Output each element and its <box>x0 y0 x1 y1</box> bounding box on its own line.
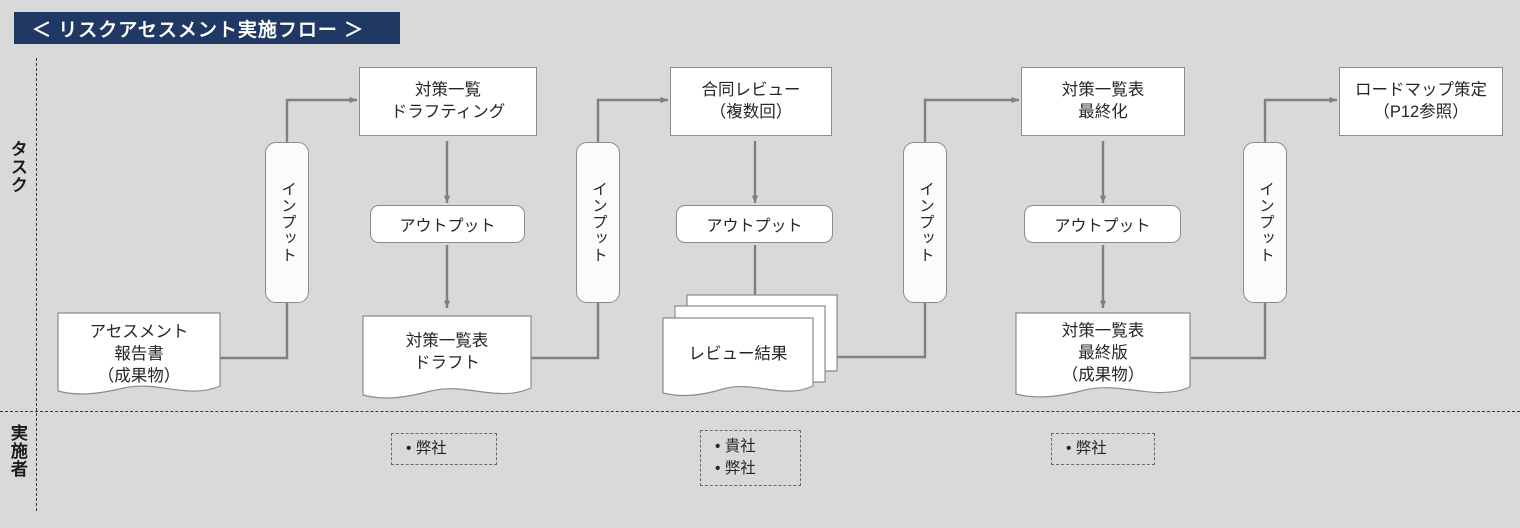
task-box-4-line1: ロードマップ策定 <box>1355 80 1487 99</box>
task-box-1-line2: ドラフティング <box>390 102 506 121</box>
task-box-1-line1: 対策一覧 <box>415 80 481 99</box>
actor-box-2-item-1: • 貴社 <box>715 437 756 455</box>
actor-box-2-item-2: • 弊社 <box>715 460 756 477</box>
lane-divider-vertical <box>36 58 37 511</box>
task-box-2-line1: 合同レビュー <box>701 80 801 99</box>
output-pill-3-label: アウトプット <box>1054 218 1151 235</box>
document-assessment-report[interactable]: アセスメント 報告書 （成果物） <box>57 312 221 400</box>
lane-label-actor: 実施者 <box>7 424 27 478</box>
input-pill-2-label: インプット <box>590 181 607 264</box>
output-pill-1-label: アウトプット <box>399 218 496 235</box>
actor-box-1-item-1: • 弊社 <box>406 439 447 457</box>
input-pill-1[interactable]: インプット <box>265 142 309 303</box>
document-measures-draft[interactable]: 対策一覧表 ドラフト <box>362 315 532 403</box>
lane-divider-horizontal <box>0 411 1520 412</box>
output-pill-2[interactable]: アウトプット <box>676 205 833 243</box>
document-review-results[interactable]: レビュー結果 <box>662 294 838 402</box>
input-pill-3-label: インプット <box>917 181 934 264</box>
task-box-1[interactable]: 対策一覧 ドラフティング <box>359 67 537 136</box>
task-box-3-line1: 対策一覧表 <box>1061 80 1145 99</box>
page-title: ＜ リスクアセスメント実施フロー ＞ <box>14 12 400 44</box>
input-pill-4-label: インプット <box>1257 181 1274 264</box>
output-pill-2-label: アウトプット <box>706 218 803 235</box>
actor-box-3-item-1: • 弊社 <box>1066 439 1107 457</box>
lane-label-task: タスク <box>7 140 27 194</box>
input-pill-3[interactable]: インプット <box>903 142 947 303</box>
task-box-2[interactable]: 合同レビュー （複数回） <box>670 67 832 136</box>
output-pill-1[interactable]: アウトプット <box>370 205 525 243</box>
document-measures-final[interactable]: 対策一覧表 最終版 （成果物） <box>1015 312 1191 402</box>
input-pill-1-label: インプット <box>279 181 296 264</box>
task-box-4[interactable]: ロードマップ策定 （P12参照） <box>1339 67 1503 136</box>
input-pill-2[interactable]: インプット <box>576 142 620 303</box>
input-pill-4[interactable]: インプット <box>1243 142 1287 303</box>
task-box-3-line2: 最終化 <box>1078 102 1128 121</box>
output-pill-3[interactable]: アウトプット <box>1024 205 1181 243</box>
task-box-3[interactable]: 対策一覧表 最終化 <box>1021 67 1185 136</box>
task-box-2-line2: （複数回） <box>709 102 793 121</box>
actor-box-3[interactable]: • 弊社 <box>1051 433 1155 465</box>
task-box-4-line2: （P12参照） <box>1373 102 1469 121</box>
actor-box-1[interactable]: • 弊社 <box>391 433 497 465</box>
actor-box-2[interactable]: • 貴社 • 弊社 <box>700 430 801 486</box>
